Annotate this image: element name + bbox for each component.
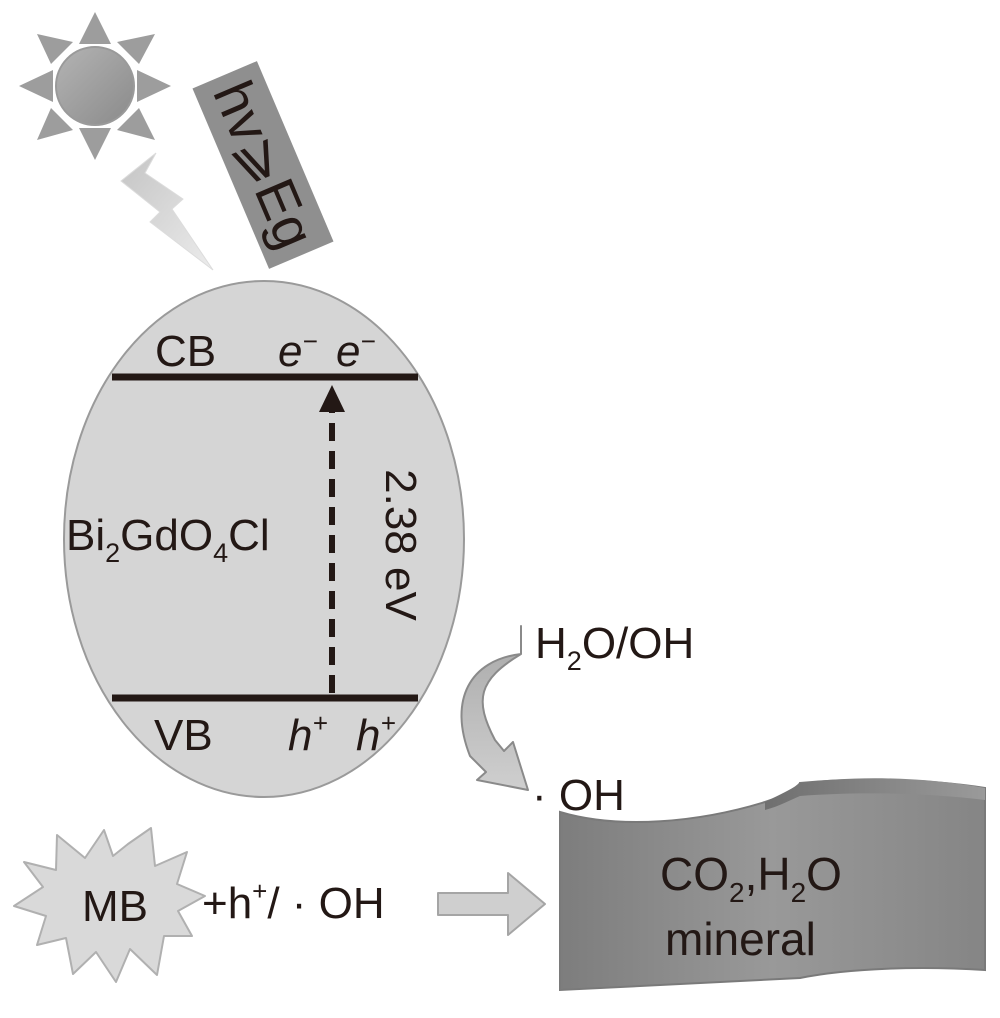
sun-rays xyxy=(19,12,171,160)
excitation-text: hv⩾Eg xyxy=(201,72,327,257)
product-line-2: mineral xyxy=(665,913,816,965)
electron-label-1: e− xyxy=(278,326,318,376)
product-line-1: CO2,H2O xyxy=(660,848,842,908)
lightning-bolt-icon xyxy=(120,152,214,271)
band-ellipse xyxy=(63,280,465,798)
radical-label: · OH xyxy=(532,771,625,820)
mb-starburst-icon xyxy=(13,827,206,983)
curved-arrow-icon xyxy=(460,625,529,791)
hole-label-2: h+ xyxy=(356,708,396,760)
product-box xyxy=(559,778,986,992)
oxidant-label: +h+/ · OH xyxy=(202,876,385,928)
electron-label-2: e− xyxy=(336,326,376,376)
material-formula: Bi2GdO4Cl xyxy=(66,511,270,568)
mb-label: MB xyxy=(82,882,148,931)
excitation-label: hv⩾Eg xyxy=(192,61,334,269)
right-arrow-icon xyxy=(437,872,546,936)
band-gap-label: 2.38 eV xyxy=(376,469,425,621)
cb-label: CB xyxy=(155,327,216,376)
water-label: H2O/OH xyxy=(535,619,694,676)
vb-label: VB xyxy=(154,711,213,760)
sun-icon xyxy=(19,12,171,160)
arrow-head-icon xyxy=(319,385,345,412)
hole-label-1: h+ xyxy=(288,708,328,760)
